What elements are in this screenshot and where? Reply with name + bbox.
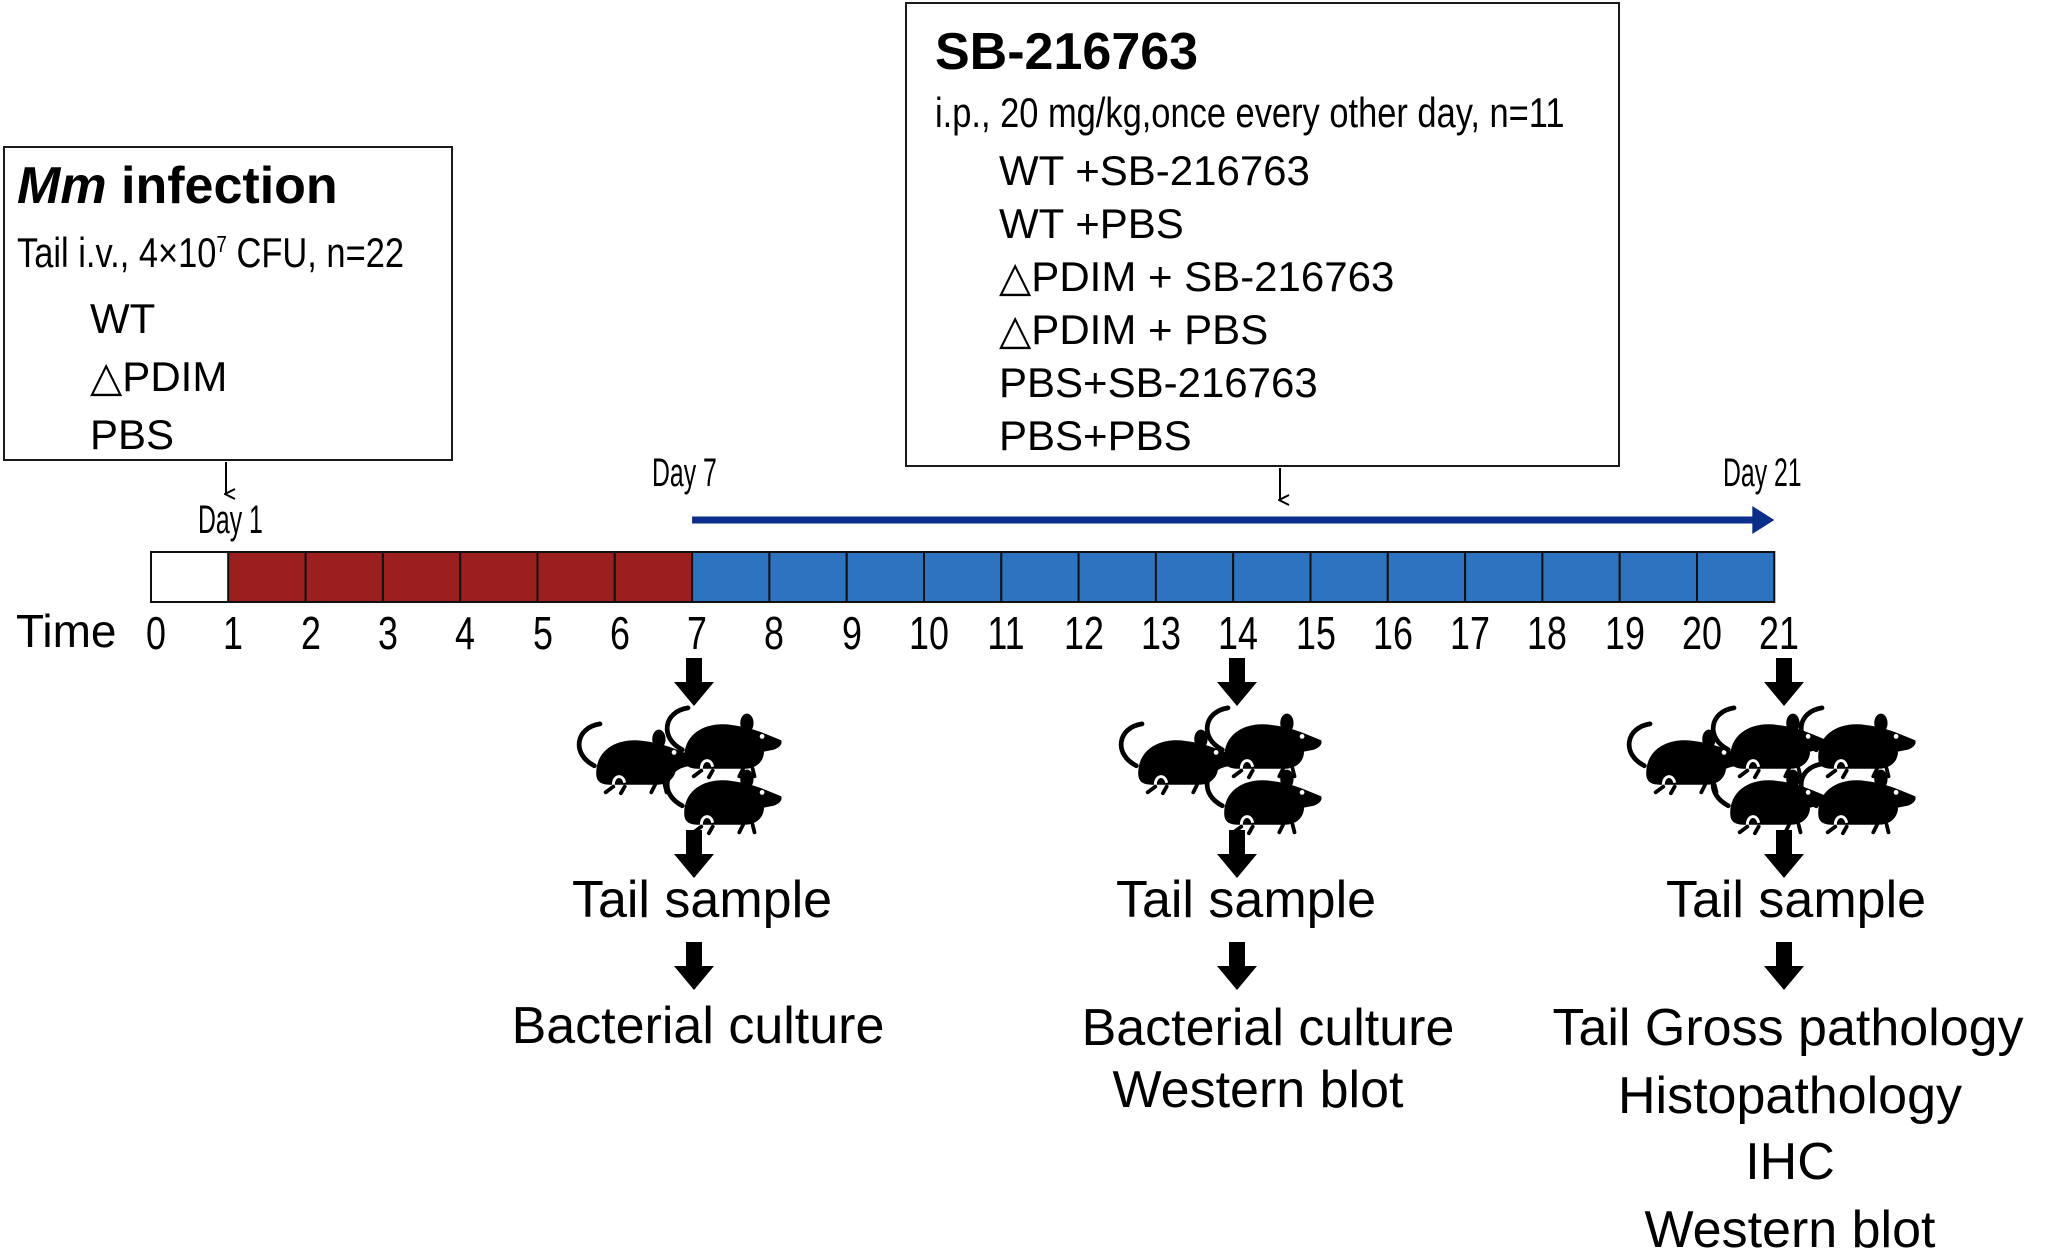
mouse-icon-day21-1 [1629, 724, 1743, 793]
down-arrow-day7-to-analysis [674, 942, 714, 990]
mouse-icon-day21-3 [1713, 764, 1827, 833]
analysis-day14-2: Western blot [1112, 1061, 1404, 1119]
infection-details-pre: Tail i.v., 4×10 [17, 229, 217, 276]
time-tick-11: 11 [987, 607, 1025, 659]
timeline-cell-19 [1618, 551, 1698, 603]
down-arrow-day14-to-sample [1217, 830, 1257, 878]
time-tick-10: 10 [909, 607, 949, 659]
time-tick-17: 17 [1450, 607, 1491, 659]
analysis-day21-4: Western blot [1644, 1201, 1936, 1259]
treatment-period-arrowhead [1752, 506, 1775, 534]
time-tick-6: 6 [609, 607, 630, 659]
day-marker-7: Day 7 [652, 451, 717, 495]
time-tick-16: 16 [1372, 607, 1413, 659]
treatment-details: i.p., 20 mg/kg,once every other day, n=1… [935, 92, 1703, 134]
day-marker-1: Day 1 [198, 498, 263, 542]
time-tick-3: 3 [377, 607, 398, 659]
mouse-icon-day7-3 [667, 764, 781, 833]
down-arrow-day21-to-mice [1764, 658, 1804, 706]
time-tick-1: 1 [223, 607, 244, 659]
sample-label-day21: Tail sample [1665, 871, 1927, 929]
timeline-cell-10 [923, 551, 1003, 603]
treatment-group-2: WT +PBS [999, 200, 1184, 247]
down-arrow-day14-to-analysis [1217, 942, 1257, 990]
time-tick-21: 21 [1759, 607, 1800, 659]
infection-details: Tail i.v., 4×107 CFU, n=22 [17, 232, 489, 274]
time-tick-7: 7 [687, 607, 708, 659]
timeline-cell-11 [1000, 551, 1080, 603]
time-axis-label: Time [16, 605, 117, 657]
treatment-group-3: △PDIM + SB-216763 [999, 253, 1395, 300]
down-arrow-day21-to-analysis [1764, 942, 1804, 990]
mouse-icon-day7-1 [579, 724, 693, 793]
sample-label-day14: Tail sample [1115, 871, 1377, 929]
time-tick-8: 8 [764, 607, 785, 659]
infection-details-post: CFU, n=22 [226, 229, 405, 276]
timeline-cell-6 [613, 551, 694, 603]
time-tick-4: 4 [455, 607, 476, 659]
treatment-box: SB-216763 i.p., 20 mg/kg,once every othe… [905, 2, 1620, 467]
infection-box: Mm infection Tail i.v., 4×107 CFU, n=22 … [3, 146, 453, 461]
down-arrow-day21-to-sample [1764, 830, 1804, 878]
timeline-cell-3 [381, 551, 462, 603]
analysis-day7-1: Bacterial culture [511, 997, 885, 1055]
infection-title: Mm infection [17, 160, 338, 212]
timeline-cell-5 [536, 551, 616, 603]
timeline-cell-8 [768, 551, 848, 603]
time-tick-0: 0 [146, 607, 166, 659]
time-tick-14: 14 [1218, 607, 1259, 659]
time-tick-12: 12 [1063, 607, 1104, 659]
time-tick-19: 19 [1604, 607, 1645, 659]
timeline-cell-0 [150, 551, 230, 603]
infection-group-3: PBS [90, 411, 175, 458]
timeline-cell-16 [1386, 551, 1467, 603]
infection-group-1: WT [90, 295, 156, 342]
treatment-title: SB-216763 [935, 23, 1199, 81]
down-arrow-day7-to-mice [674, 658, 714, 706]
timeline-cell-15 [1309, 551, 1389, 603]
day-marker-21: Day 21 [1723, 451, 1802, 495]
timeline-cell-2 [304, 551, 384, 603]
mouse-icon-day14-3 [1207, 764, 1321, 833]
timeline-cell-14 [1232, 551, 1312, 603]
infection-details-sup: 7 [216, 231, 227, 257]
sample-label-day7: Tail sample [571, 871, 833, 929]
time-tick-2: 2 [300, 607, 321, 659]
timeline-cell-1 [227, 551, 307, 603]
down-arrow-day14-to-mice [1217, 658, 1257, 706]
treatment-group-1: WT +SB-216763 [999, 147, 1310, 194]
analysis-day14-1: Bacterial culture [1081, 999, 1455, 1057]
time-tick-15: 15 [1295, 607, 1336, 659]
timeline-cell-17 [1464, 551, 1544, 603]
infection-group-2: △PDIM [90, 353, 228, 400]
analysis-day21-2: Histopathology [1618, 1067, 1962, 1125]
timeline-cell-7 [691, 551, 771, 603]
timeline-cell-13 [1154, 551, 1235, 603]
treatment-group-5: PBS+SB-216763 [999, 359, 1318, 406]
analysis-day21-3: IHC [1745, 1133, 1835, 1191]
time-tick-13: 13 [1140, 607, 1181, 659]
down-arrow-day7-to-sample [674, 830, 714, 878]
time-tick-20: 20 [1682, 607, 1722, 659]
treatment-group-6: PBS+PBS [999, 412, 1192, 459]
timeline-cell-9 [845, 551, 926, 603]
time-tick-5: 5 [532, 607, 553, 659]
time-tick-18: 18 [1527, 607, 1568, 659]
treatment-group-4: △PDIM + PBS [999, 306, 1269, 353]
timeline-cell-12 [1077, 551, 1157, 603]
time-tick-9: 9 [841, 607, 862, 659]
timeline-cell-20 [1696, 551, 1776, 603]
infection-title-italic: Mm [17, 157, 107, 215]
timeline-cell-18 [1541, 551, 1621, 603]
infection-title-rest: infection [106, 157, 338, 215]
mouse-icon-day14-1 [1121, 724, 1235, 793]
timeline-cell-4 [459, 551, 539, 603]
analysis-day21-1: Tail Gross pathology [1552, 999, 2024, 1057]
treatment-details-text: i.p., 20 mg/kg,once every other day, n=1… [935, 89, 1565, 136]
